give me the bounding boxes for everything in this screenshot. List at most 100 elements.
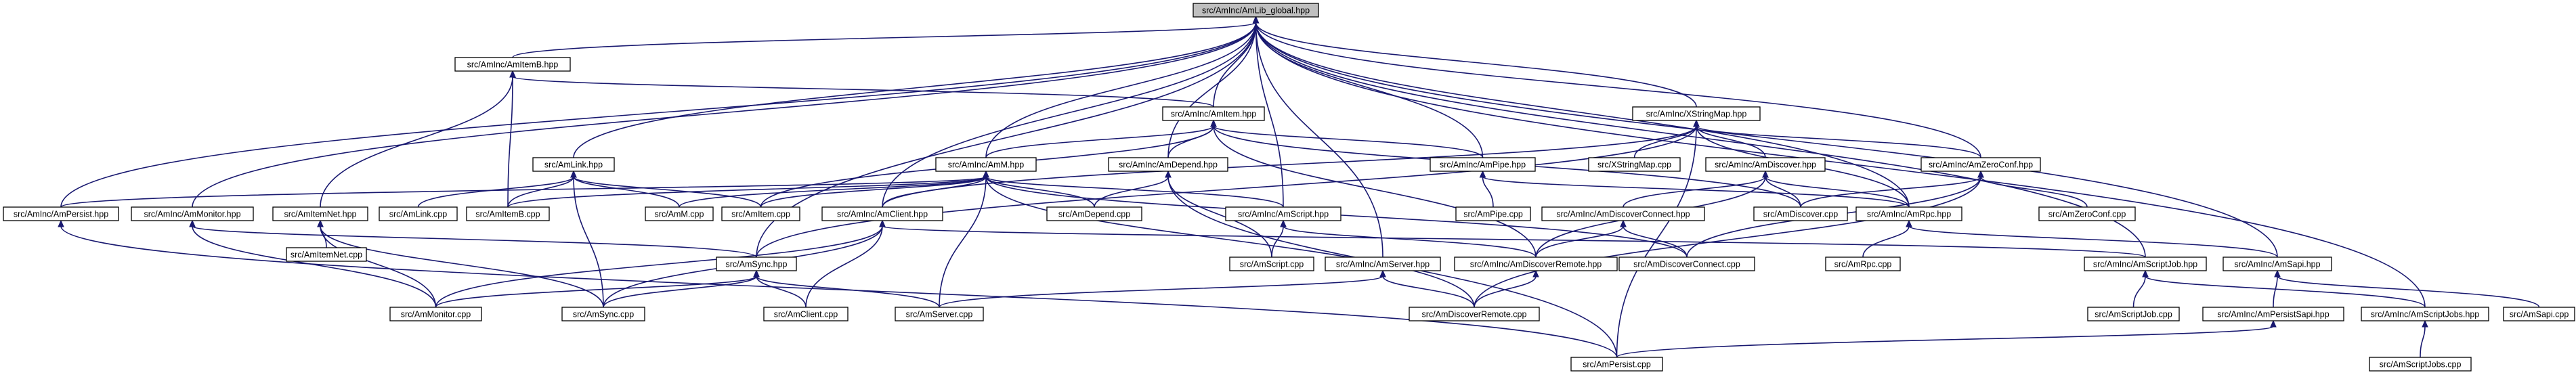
edge-global-to-client_h [882,22,1257,208]
node-discover_h[interactable]: src/AmInc/AmDiscover.hpp [1705,157,1826,172]
arrowhead-script_h-to-dremote_h [1280,219,1287,227]
node-box [895,307,984,321]
edge-xsm_h-to-zeroconf_h [1696,125,1981,158]
node-persistsapi_h[interactable]: src/AmInc/AmPersistSapi.hpp [2202,307,2344,321]
node-pipe_h[interactable]: src/AmInc/AmPipe.hpp [1430,157,1536,172]
node-persist_cpp[interactable]: src/AmPersist.cpp [1570,357,1663,372]
node-label: src/AmItemB.cpp [475,210,540,219]
edge-discover_h-to-dconnect_h [1623,176,1766,208]
node-label: src/AmLink.cpp [389,210,447,219]
node-box [1541,206,1705,221]
node-dconnect_cpp[interactable]: src/AmDiscoverConnect.cpp [1618,257,1755,271]
node-sapi_h[interactable]: src/AmInc/AmSapi.hpp [2223,257,2332,271]
node-monitor_h[interactable]: src/AmInc/AmMonitor.hpp [131,206,254,221]
edge-pipe_h-to-rpc_h [1482,176,1910,208]
node-link_cpp[interactable]: src/AmLink.cpp [379,206,458,221]
node-link_h[interactable]: src/AmLink.hpp [532,157,615,172]
node-zeroconf_h[interactable]: src/AmInc/AmZeroConf.hpp [1920,157,2041,172]
node-xsm_h[interactable]: src/AmInc/XStringMap.hpp [1632,106,1761,121]
node-scriptjobs_cpp[interactable]: src/AmScriptJobs.cpp [2369,357,2472,372]
node-depend_h[interactable]: src/AmInc/AmDepend.hpp [1108,157,1228,172]
node-label: src/AmInc/AmDepend.hpp [1119,160,1218,170]
node-rpc_cpp[interactable]: src/AmRpc.cpp [1825,257,1901,271]
node-box [1409,307,1540,321]
node-client_cpp[interactable]: src/AmClient.cpp [763,307,849,321]
node-scriptjob_h[interactable]: src/AmInc/AmScriptJob.hpp [2084,257,2207,271]
arrowhead-am_h-to-dconnect_cpp [983,170,989,178]
node-itemnet_h[interactable]: src/AmItemNet.hpp [272,206,368,221]
node-scriptjobs_h[interactable]: src/AmInc/AmScriptJobs.hpp [2361,307,2489,321]
node-label: src/AmInc/AmLib_global.hpp [1202,6,1310,16]
node-xsm_cpp[interactable]: src/XStringMap.cpp [1588,157,1681,172]
node-script_h[interactable]: src/AmInc/AmScript.hpp [1225,206,1341,221]
edge-dremote_h-to-dremote_cpp [1474,275,1537,308]
node-box [1325,257,1441,271]
node-discover_cpp[interactable]: src/AmDiscover.cpp [1753,206,1848,221]
node-persist_h[interactable]: src/AmInc/AmPersist.hpp [3,206,119,221]
node-client_h[interactable]: src/AmInc/AmClient.hpp [821,206,943,221]
node-box [379,206,458,221]
edge-monitor_h-to-sync_h [192,225,757,258]
edge-persist_h-to-persist_cpp [60,225,1618,358]
node-zeroconf_cpp[interactable]: src/AmZeroConf.cpp [2038,206,2136,221]
node-dconnect_h[interactable]: src/AmInc/AmDiscoverConnect.hpp [1541,206,1705,221]
node-label: src/AmInc/AmPipe.hpp [1440,160,1526,170]
node-label: src/AmInc/AmDiscoverConnect.hpp [1556,210,1690,219]
node-box [561,307,645,321]
edge-global-to-item_h [1213,22,1257,108]
node-label: src/XStringMap.cpp [1597,160,1671,170]
arrowhead-zeroconf_h-to-dremote_cpp [1977,170,1984,178]
node-dremote_h[interactable]: src/AmInc/AmDiscoverRemote.hpp [1454,257,1618,271]
edge-global-to-link_h [573,22,1257,158]
node-box [1705,157,1826,172]
node-label: src/AmLink.hpp [544,160,603,170]
node-am_h[interactable]: src/AmInc/AmM.hpp [935,157,1037,172]
node-itemnet_cpp[interactable]: src/AmItemNet.cpp [286,247,367,262]
node-dremote_cpp[interactable]: src/AmDiscoverRemote.cpp [1409,307,1540,321]
node-server_cpp[interactable]: src/AmServer.cpp [895,307,984,321]
edge-itemnet_h-to-sync_cpp [320,225,604,308]
node-item_cpp[interactable]: src/AmItem.cpp [721,206,800,221]
edge-server_h-to-server_cpp [939,275,1383,308]
node-label: src/AmInc/AmDiscoverRemote.hpp [1470,260,1602,269]
node-depend_cpp[interactable]: src/AmDepend.cpp [1046,206,1142,221]
node-label: src/AmInc/AmSapi.hpp [2234,260,2320,269]
node-label: src/AmItem.cpp [731,210,790,219]
node-script_cpp[interactable]: src/AmScript.cpp [1229,257,1314,271]
node-item_h[interactable]: src/AmInc/AmItem.hpp [1162,106,1265,121]
edge-global-to-persist_h [60,22,1257,208]
node-itemB_h[interactable]: src/AmInc/AmItemB.hpp [454,57,571,72]
arrowhead-global-to-scriptjobs_h [1252,16,1260,24]
edge-global-to-monitor_h [192,22,1257,208]
node-box [721,206,800,221]
node-sapi_cpp[interactable]: src/AmSapi.cpp [2503,307,2575,321]
arrowhead-link_h-to-sync_cpp [570,170,577,178]
edge-itemB_h-to-itemnet_h [320,76,513,208]
arrowhead-dconnect_h-to-dremote_h [1620,219,1627,227]
node-label: src/AmDepend.cpp [1058,210,1130,219]
edge-global-to-scriptjob_h [1255,22,2146,258]
node-server_h[interactable]: src/AmInc/AmServer.hpp [1325,257,1441,271]
node-pipe_cpp[interactable]: src/AmPipe.cpp [1455,206,1531,221]
node-monitor_cpp[interactable]: src/AmMonitor.cpp [389,307,482,321]
node-am_cpp[interactable]: src/AmM.cpp [645,206,714,221]
node-label: src/AmItemNet.hpp [284,210,357,219]
edge-global-to-depend_h [1167,22,1257,158]
node-box [1430,157,1536,172]
node-label: src/AmInc/AmScript.hpp [1238,210,1329,219]
edge-am_h-to-script_h [985,176,1284,208]
node-global[interactable]: src/AmInc/AmLib_global.hpp [1193,3,1319,18]
edge-link_h-to-item_cpp [573,176,762,208]
node-label: src/AmClient.cpp [774,310,838,319]
node-label: src/AmInc/AmPersist.hpp [14,210,108,219]
node-itemB_cpp[interactable]: src/AmItemB.cpp [466,206,550,221]
node-rpc_h[interactable]: src/AmInc/AmRpc.hpp [1855,206,1962,221]
node-sync_cpp[interactable]: src/AmSync.cpp [561,307,645,321]
node-box [389,307,482,321]
edge-sync_h-to-sync_cpp [603,275,757,308]
node-sync_h[interactable]: src/AmSync.hpp [716,257,797,271]
node-label: src/AmInc/AmPersistSapi.hpp [2217,310,2329,319]
arrowhead-item_h-to-dremote_h [1210,119,1217,127]
arrowhead-itemnet_h-to-sync_cpp [317,219,324,227]
node-scriptjob_cpp[interactable]: src/AmScriptJob.cpp [2087,307,2180,321]
